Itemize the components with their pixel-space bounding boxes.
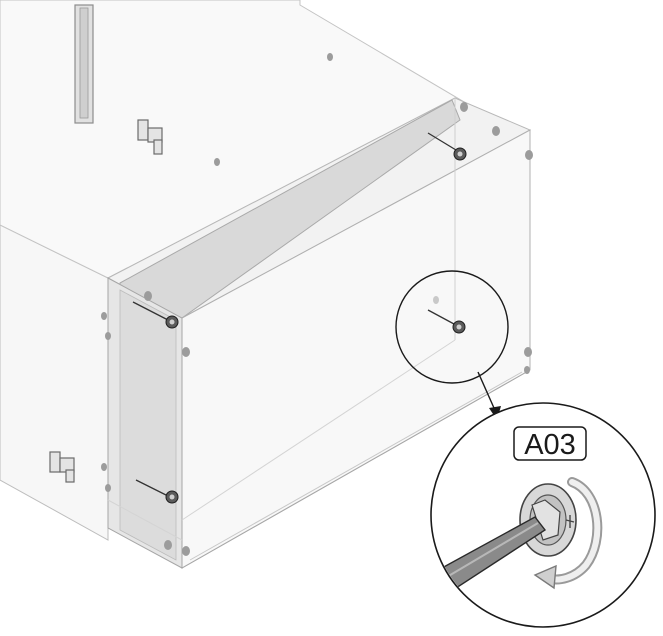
dowel-pins xyxy=(101,53,533,556)
cabinet-body xyxy=(0,0,533,569)
bottom-edge xyxy=(181,369,531,569)
drawer-slide-inner xyxy=(79,7,89,119)
fastener-front-top xyxy=(132,301,179,329)
clockwise-arrow-icon xyxy=(533,477,603,590)
inner-edge xyxy=(107,499,183,541)
detail-callout xyxy=(430,402,656,628)
bottom-edge xyxy=(189,371,523,561)
inner-edge xyxy=(181,339,456,521)
fastener-top-right xyxy=(427,132,467,161)
hinge-bracket-icon xyxy=(49,451,75,483)
detail-focus-circle xyxy=(395,270,509,384)
left-side-panel xyxy=(0,224,109,541)
hinge-bracket-icon xyxy=(137,119,163,155)
part-code-label: A03 xyxy=(524,429,576,461)
part-code-badge: A03 xyxy=(513,426,587,461)
fastener-front-bottom xyxy=(135,479,179,504)
end-panel-inner xyxy=(119,289,177,561)
